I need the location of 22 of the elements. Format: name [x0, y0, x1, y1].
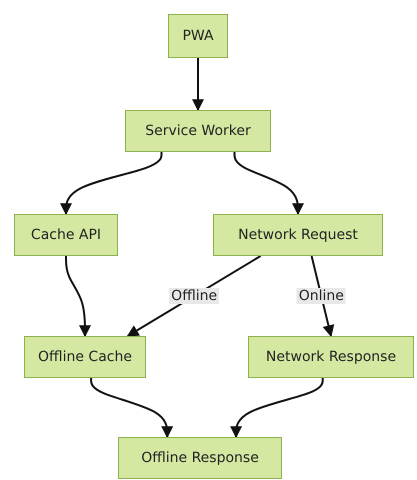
node-label: Network Request [238, 227, 358, 243]
node-label: Offline Cache [38, 349, 132, 365]
process-box [213, 214, 383, 256]
node-label: Service Worker [145, 123, 251, 139]
node-label: Cache API [30, 227, 102, 243]
arrow [60, 152, 162, 216]
arrow [192, 58, 204, 112]
process-box [248, 336, 414, 378]
process-box [118, 437, 282, 479]
arrow [230, 378, 324, 438]
process-box [14, 214, 118, 256]
process-box [125, 110, 271, 152]
edge-label: Offline [169, 288, 220, 304]
process-box [168, 14, 228, 58]
arrow [65, 256, 91, 338]
node-label: Network Response [266, 349, 396, 365]
node-label: PWA [182, 28, 214, 44]
node-label: Offline Response [141, 450, 259, 466]
arrow [90, 378, 174, 438]
arrow [234, 152, 304, 216]
process-box [24, 336, 146, 378]
edge-label: Online [296, 288, 346, 304]
